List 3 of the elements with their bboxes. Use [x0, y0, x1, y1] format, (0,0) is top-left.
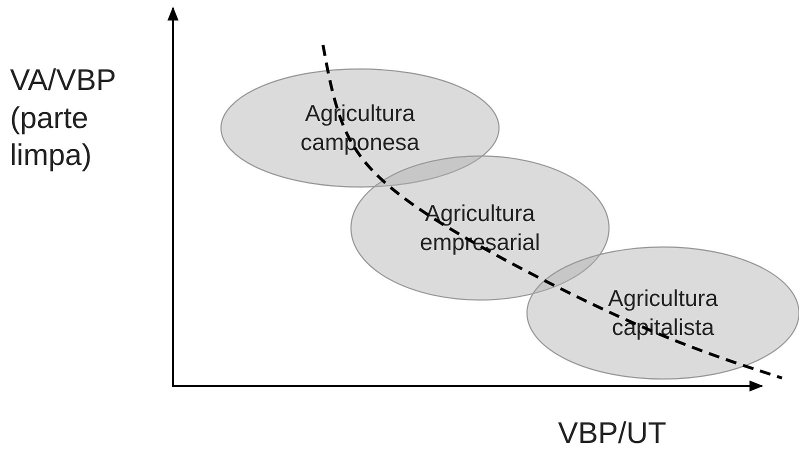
y-axis-label: VA/VBP (parte limpa): [10, 63, 117, 174]
node-label: Agricultura camponesa: [300, 99, 420, 157]
x-axis-label: VBP/UT: [558, 416, 668, 452]
